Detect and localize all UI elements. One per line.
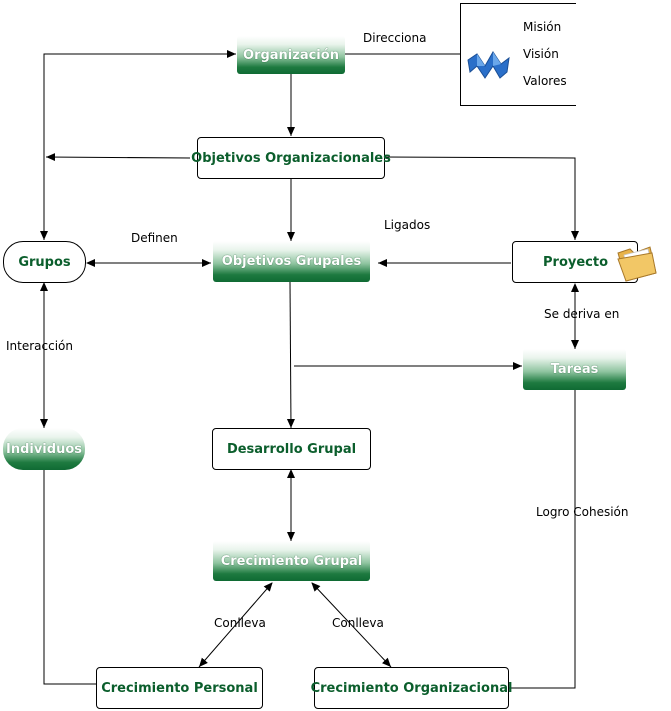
node-crecimiento-organizacional[interactable]: Crecimiento Organizacional [311,667,512,709]
label-definen: Definen [131,231,178,245]
node-tareas[interactable]: Tareas [523,349,626,390]
label-conlleva-left: Conlleva [214,616,266,630]
node-desarrollo-grupal[interactable]: Desarrollo Grupal [212,428,371,470]
node-grupos[interactable]: Grupos [3,241,86,283]
node-organizacion[interactable]: Organización [237,36,345,74]
edge-tareas-organizacional [509,390,576,689]
label-interaccion: Interacción [6,339,73,353]
node-crecimiento-personal[interactable]: Crecimiento Personal [96,667,263,709]
edge-conlleva-right [311,582,392,668]
label-logro-cohesion: Logro Cohesión [536,505,629,519]
label-se-deriva-en: Se deriva en [544,307,620,321]
node-objetivos-organizacionales[interactable]: Objetivos Organizacionales [191,137,391,179]
mision-vision-valores-note: Misión Visión Valores [460,3,576,106]
edge-individuos-personal [43,470,96,685]
note-item-valores: Valores [523,74,567,88]
node-individuos[interactable]: Individuos [3,428,85,470]
blue-ribbon-icon [467,51,510,79]
label-ligados: Ligados [384,218,431,232]
node-objetivos-grupales[interactable]: Objetivos Grupales [213,241,370,282]
note-item-mision: Misión [523,20,562,34]
folder-icon [617,246,657,282]
label-direcciona: Direcciona [363,31,427,45]
edge-objorg-left [45,153,191,162]
node-crecimiento-grupal[interactable]: Crecimiento Grupal [213,541,370,581]
edge-grupos-organizacion [43,50,236,240]
node-proyecto[interactable]: Proyecto [512,241,638,283]
label-conlleva-right: Conlleva [332,616,384,630]
note-item-vision: Visión [523,47,559,61]
edge-conlleva-left [198,582,273,668]
node-proyecto-label: Proyecto [543,254,609,270]
edge-objgrup-desarrollo [286,281,295,429]
edge-objorg-proyecto [383,156,579,240]
